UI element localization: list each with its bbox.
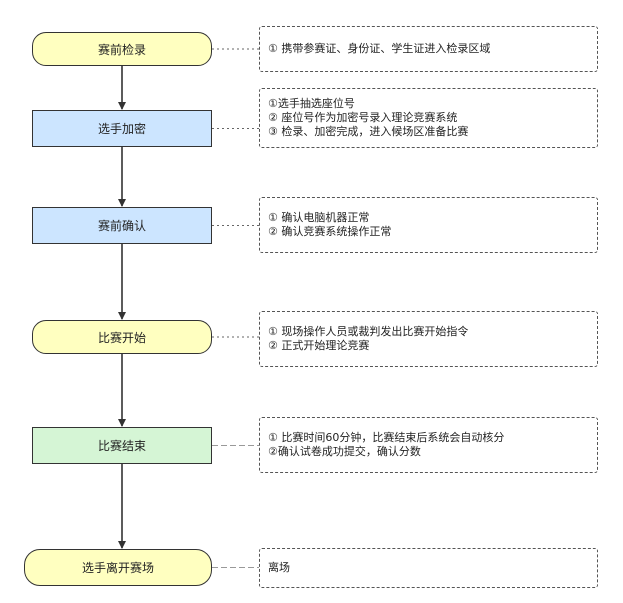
step-node-leave-venue: 选手离开赛场 — [24, 549, 212, 586]
note-line: 离场 — [268, 561, 290, 574]
step-label: 比赛结束 — [97, 439, 146, 453]
note-line: ① 携带参赛证、身份证、学生证进入检录区域 — [268, 42, 491, 55]
step-note-encryption: ①选手抽选座位号 ② 座位号作为加密号录入理论竞赛系统 ③ 检录、加密完成，进入… — [259, 88, 598, 148]
step-note-leave-venue: 离场 — [259, 548, 598, 588]
note-line: ② 确认竞赛系统操作正常 — [268, 225, 392, 238]
step-node-encryption: 选手加密 — [32, 110, 212, 147]
step-label: 赛前确认 — [97, 219, 146, 233]
note-line: ③ 检录、加密完成，进入候场区准备比赛 — [268, 125, 469, 138]
note-line: ② 正式开始理论竞赛 — [268, 339, 370, 352]
step-label: 选手加密 — [97, 122, 146, 136]
step-note-match-start: ① 现场操作人员或裁判发出比赛开始指令 ② 正式开始理论竞赛 — [259, 311, 598, 367]
note-line: ①选手抽选座位号 — [268, 97, 355, 110]
note-line: ② 座位号作为加密号录入理论竞赛系统 — [268, 111, 458, 124]
step-node-pre-checkin: 赛前检录 — [32, 32, 212, 66]
step-node-match-end: 比赛结束 — [32, 427, 212, 464]
step-node-match-start: 比赛开始 — [32, 320, 212, 354]
note-line: ① 比赛时间60分钟，比赛结束后系统会自动核分 — [268, 431, 505, 444]
step-note-match-end: ① 比赛时间60分钟，比赛结束后系统会自动核分 ②确认试卷成功提交，确认分数 — [259, 417, 598, 473]
step-label: 比赛开始 — [97, 330, 146, 345]
step-label: 赛前检录 — [97, 42, 146, 57]
step-note-pre-checkin: ① 携带参赛证、身份证、学生证进入检录区域 — [259, 26, 598, 72]
step-note-pre-confirm: ① 确认电脑机器正常 ② 确认竞赛系统操作正常 — [259, 197, 598, 253]
note-line: ① 确认电脑机器正常 — [268, 211, 370, 224]
step-node-pre-confirm: 赛前确认 — [32, 207, 212, 244]
step-label: 选手离开赛场 — [81, 561, 154, 575]
note-line: ① 现场操作人员或裁判发出比赛开始指令 — [268, 325, 469, 338]
note-line: ②确认试卷成功提交，确认分数 — [268, 445, 421, 458]
